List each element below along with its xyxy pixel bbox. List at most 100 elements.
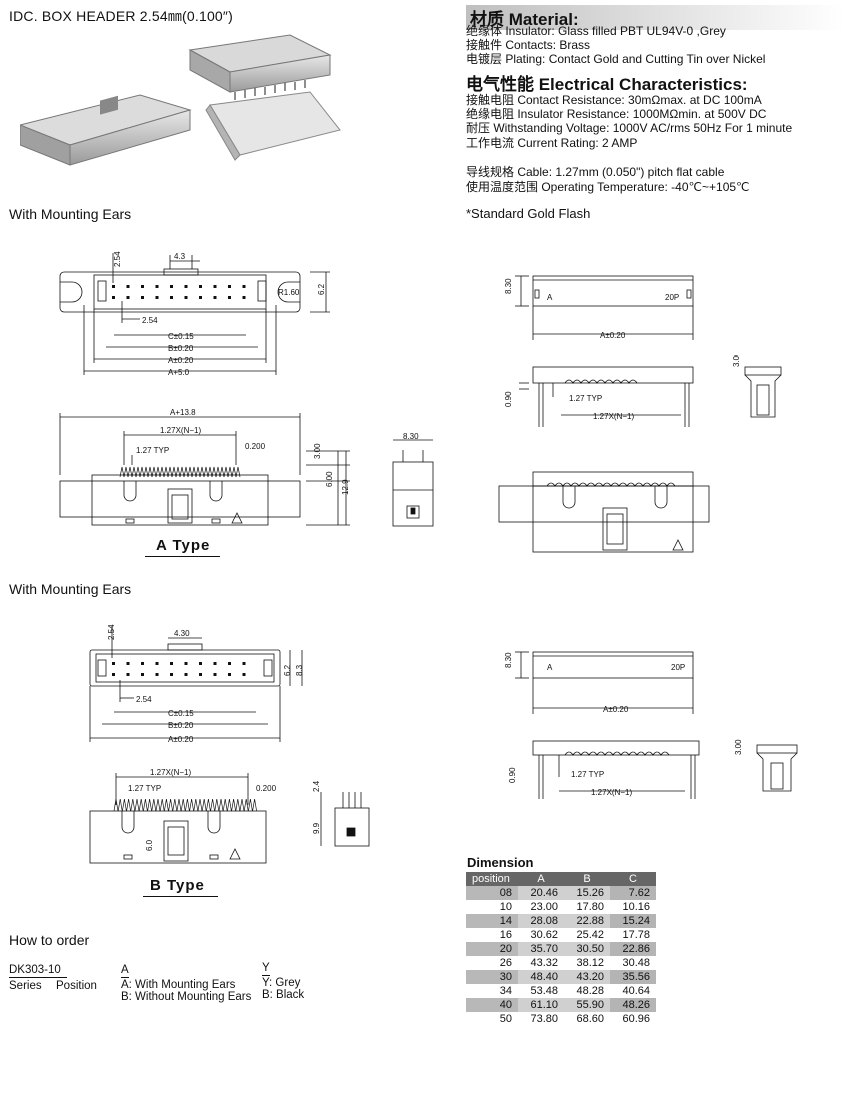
a-type-top-view: 6.2 R1.60 4.3 2.54 2.54 C±0.15 B±0.20 A±… [59, 251, 330, 377]
contact-tooth [139, 466, 145, 478]
contact-tooth [214, 798, 220, 812]
contact-tooth [138, 798, 144, 812]
order-a-underline [121, 977, 129, 978]
contact-tooth [122, 798, 127, 812]
pin-dot [213, 285, 217, 288]
cell-a: 30.62 [530, 929, 558, 941]
b-dim-9-9: 9.9 [312, 822, 321, 834]
right-dim-8-30-1: 8.30 [504, 278, 513, 294]
b-dim-2-54-h: 2.54 [136, 695, 152, 704]
cell-a: 53.48 [530, 985, 558, 997]
order-position-label: Position [56, 980, 97, 992]
pin-dot [126, 673, 130, 676]
contact-tooth [218, 798, 224, 812]
cell-position: 40 [466, 998, 518, 1012]
dimension-header-row: position A B C [466, 872, 656, 886]
order-series-code: DK303 [9, 964, 45, 976]
pin-dot [141, 285, 144, 288]
pin-dot [126, 285, 130, 288]
cell-c: 30.48 [622, 957, 650, 969]
pin-dot [112, 673, 115, 676]
pin-dot [184, 673, 188, 676]
dim-b-020: B±0.20 [168, 344, 194, 353]
dim-3-00: 3.00 [313, 443, 322, 459]
b-dim-4-30: 4.30 [174, 629, 190, 638]
col-position: position [466, 872, 518, 886]
cell-b: 43.20 [564, 970, 610, 984]
a-type-front-view: A+13.8 1.27X(N−1) 1.27 TYP 0.200 3.00 6.… [59, 408, 350, 526]
dim-c-015: C±0.15 [168, 332, 194, 341]
cell-position: 50 [499, 1013, 512, 1025]
dimension-heading: Dimension [467, 855, 534, 870]
electrical-line-6: 使用温度范围 Operating Temperature: -40℃~+105℃ [466, 180, 750, 194]
material-line-2: 接触件 Contacts: Brass [466, 38, 591, 52]
pin-dot [228, 662, 231, 665]
b-dim-8-3: 8.3 [295, 664, 304, 676]
contact-tooth [215, 466, 221, 478]
b-dim-pitch: 1.27X(N−1) [150, 768, 191, 777]
b-type-underline [143, 896, 218, 897]
electrical-line-1: 接触电阻 Contact Resistance: 30mΩmax. at DC … [466, 93, 762, 107]
product-photo [20, 34, 341, 166]
col-c: C [610, 872, 656, 886]
right-dim-a-020-1: A±0.20 [600, 331, 626, 340]
dim-12-9: 12.9 [341, 479, 350, 495]
pin-dot [141, 296, 144, 299]
contact-tooth [201, 798, 207, 812]
contact-tooth [235, 798, 241, 812]
pin-dot [213, 662, 217, 665]
order-option-a-1: A: With Mounting Ears [121, 979, 236, 991]
b-dim-6-2: 6.2 [283, 664, 292, 676]
cell-b: 15.26 [564, 886, 610, 900]
cell-position: 30 [466, 970, 518, 984]
contact-tooth [197, 798, 203, 812]
right-typ-1: 1.27 TYP [569, 394, 602, 403]
dim-a-plus-13-8: A+13.8 [170, 408, 196, 417]
pin-dot [126, 662, 130, 665]
contact-tooth [185, 798, 190, 812]
contact-tooth [172, 798, 178, 812]
cell-a: 28.08 [518, 914, 564, 928]
dim-6-00: 6.00 [325, 471, 334, 487]
contact-tooth [227, 798, 232, 812]
cell-a: 73.80 [530, 1013, 558, 1025]
pin-dot [155, 285, 159, 288]
a-type-side-view: 8.30 [392, 432, 434, 527]
contact-tooth [179, 466, 185, 478]
right-dim-3-00-2: 3.00 [734, 739, 743, 755]
right-typ-2: 1.27 TYP [571, 770, 604, 779]
contact-tooth [123, 466, 129, 478]
order-position-code: 10 [48, 964, 61, 976]
dim-6-2: 6.2 [317, 283, 326, 295]
right-dim-3-00-1: 3.00 [732, 355, 741, 367]
right-dim-0-90-1: 0.90 [504, 391, 513, 407]
cell-position: 08 [466, 886, 518, 900]
dim-typ: 1.27 TYP [136, 446, 169, 455]
contact-tooth [126, 798, 131, 812]
pin-dot [170, 662, 173, 665]
contact-tooth [155, 798, 161, 812]
contact-tooth [180, 798, 186, 812]
b-dim-6-0: 6.0 [145, 839, 154, 851]
cell-b: 30.50 [564, 942, 610, 956]
contact-tooth [147, 466, 153, 478]
cell-position: 34 [499, 985, 512, 997]
contact-tooth [239, 798, 245, 812]
contact-tooth [143, 466, 149, 478]
pin-dot [141, 673, 144, 676]
col-b: B [564, 872, 610, 886]
contact-tooth [207, 466, 213, 478]
contact-tooth [189, 798, 194, 812]
pin-dot [170, 296, 173, 299]
right-side-view-1: 1.27 TYP 1.27X(N−1) 0.90 3.00 [504, 355, 782, 427]
dim-pitch: 1.27X(N−1) [160, 426, 201, 435]
contact-tooth [151, 466, 157, 478]
cell-b: 48.28 [576, 985, 604, 997]
dim-r1-60: R1.60 [278, 288, 300, 297]
contact-tooth [243, 798, 249, 812]
order-y-underline [262, 975, 270, 976]
